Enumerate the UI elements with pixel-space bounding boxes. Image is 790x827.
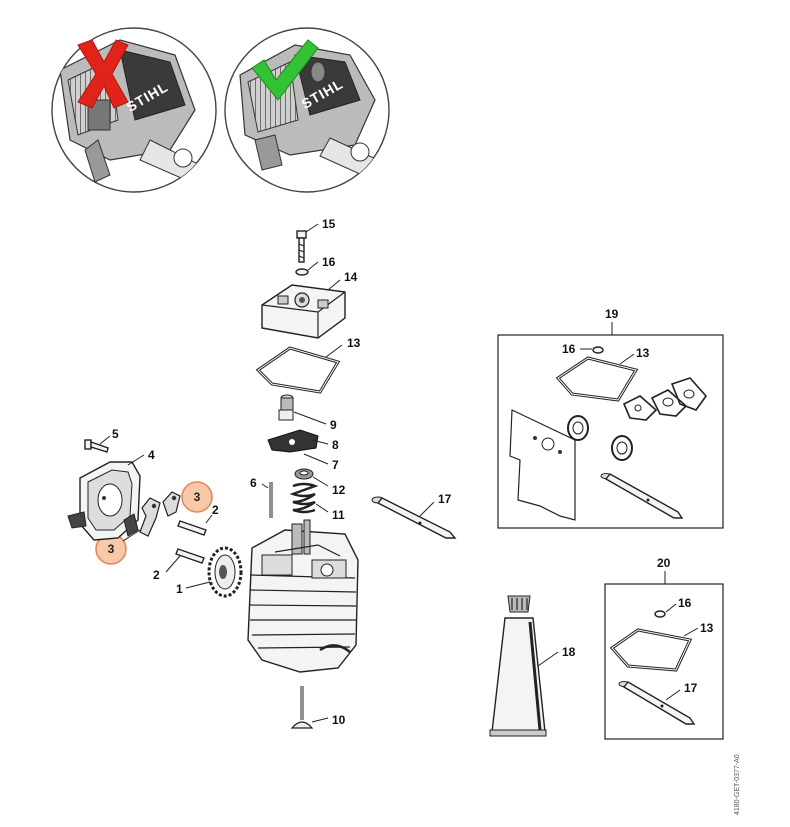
part-18-grease-tube: 18 — [489, 595, 576, 737]
kit-20-callout-16: 16 — [678, 596, 692, 610]
highlight-callout-3-upper: 3 — [181, 481, 213, 513]
part-11-valve-spring: 11 — [289, 482, 345, 522]
cross-icon — [77, 39, 129, 109]
callout-1: 1 — [176, 582, 183, 596]
callout-3-lower: 3 — [108, 542, 115, 556]
callout-4: 4 — [148, 448, 155, 462]
kit-19-callout-16: 16 — [562, 342, 576, 356]
kit-20-box: 20 16 13 17 — [604, 556, 724, 740]
part-13-gasket: 13 — [255, 336, 361, 394]
callout-12: 12 — [332, 483, 346, 497]
callout-9: 9 — [330, 418, 337, 432]
callout-11: 11 — [332, 508, 345, 522]
callout-18: 18 — [562, 645, 576, 659]
callout-2-lower: 2 — [153, 568, 160, 582]
callout-15: 15 — [322, 217, 336, 231]
callout-16: 16 — [322, 255, 336, 269]
part-4-cover-plate: 4 — [67, 448, 155, 541]
callout-10: 10 — [332, 713, 346, 727]
callout-3-upper: 3 — [194, 490, 201, 504]
part-9-tappet: 9 — [278, 394, 337, 432]
correct-view: STIHL — [224, 27, 390, 193]
part-17-feeler-tool: 17 — [371, 492, 457, 539]
callout-5: 5 — [112, 427, 119, 441]
part-5-screw: 5 — [84, 427, 119, 453]
part-3-levers — [139, 491, 181, 537]
incorrect-view: STIHL — [51, 27, 217, 193]
part-6-pushrod: 6 — [250, 476, 273, 518]
part-2-pin-upper: 2 — [177, 503, 219, 536]
document-id: 4180-GET-0377-A0 — [734, 754, 741, 815]
callout-14: 14 — [344, 270, 358, 284]
callout-13: 13 — [347, 336, 361, 350]
kit-19-callout-13: 13 — [636, 346, 650, 360]
part-1-cam-gear: 1 — [176, 546, 243, 598]
callout-17: 17 — [438, 492, 452, 506]
callout-8: 8 — [332, 438, 339, 452]
part-15-screw: 15 — [296, 217, 336, 263]
kit-19-box: 19 16 13 — [497, 307, 724, 529]
part-12-spring-retainer: 12 — [294, 468, 346, 497]
kit-20-callout-17: 17 — [684, 681, 698, 695]
kit-20-callout-13: 13 — [700, 621, 714, 635]
check-icon — [251, 39, 319, 101]
callout-6: 6 — [250, 476, 257, 490]
part-10-valve: 10 — [290, 686, 346, 729]
callout-2-upper: 2 — [212, 503, 219, 517]
part-16-washer: 16 — [295, 255, 336, 276]
kit-19-label: 19 — [605, 307, 619, 321]
callout-7: 7 — [332, 458, 339, 472]
cylinder — [247, 519, 359, 673]
part-7-shaft: 7 — [303, 453, 339, 472]
part-2-pin-lower: 2 — [153, 548, 205, 582]
part-14-valve-cover: 14 — [261, 270, 358, 339]
part-8-rocker-arm: 8 — [267, 429, 339, 453]
kit-20-label: 20 — [657, 556, 671, 570]
